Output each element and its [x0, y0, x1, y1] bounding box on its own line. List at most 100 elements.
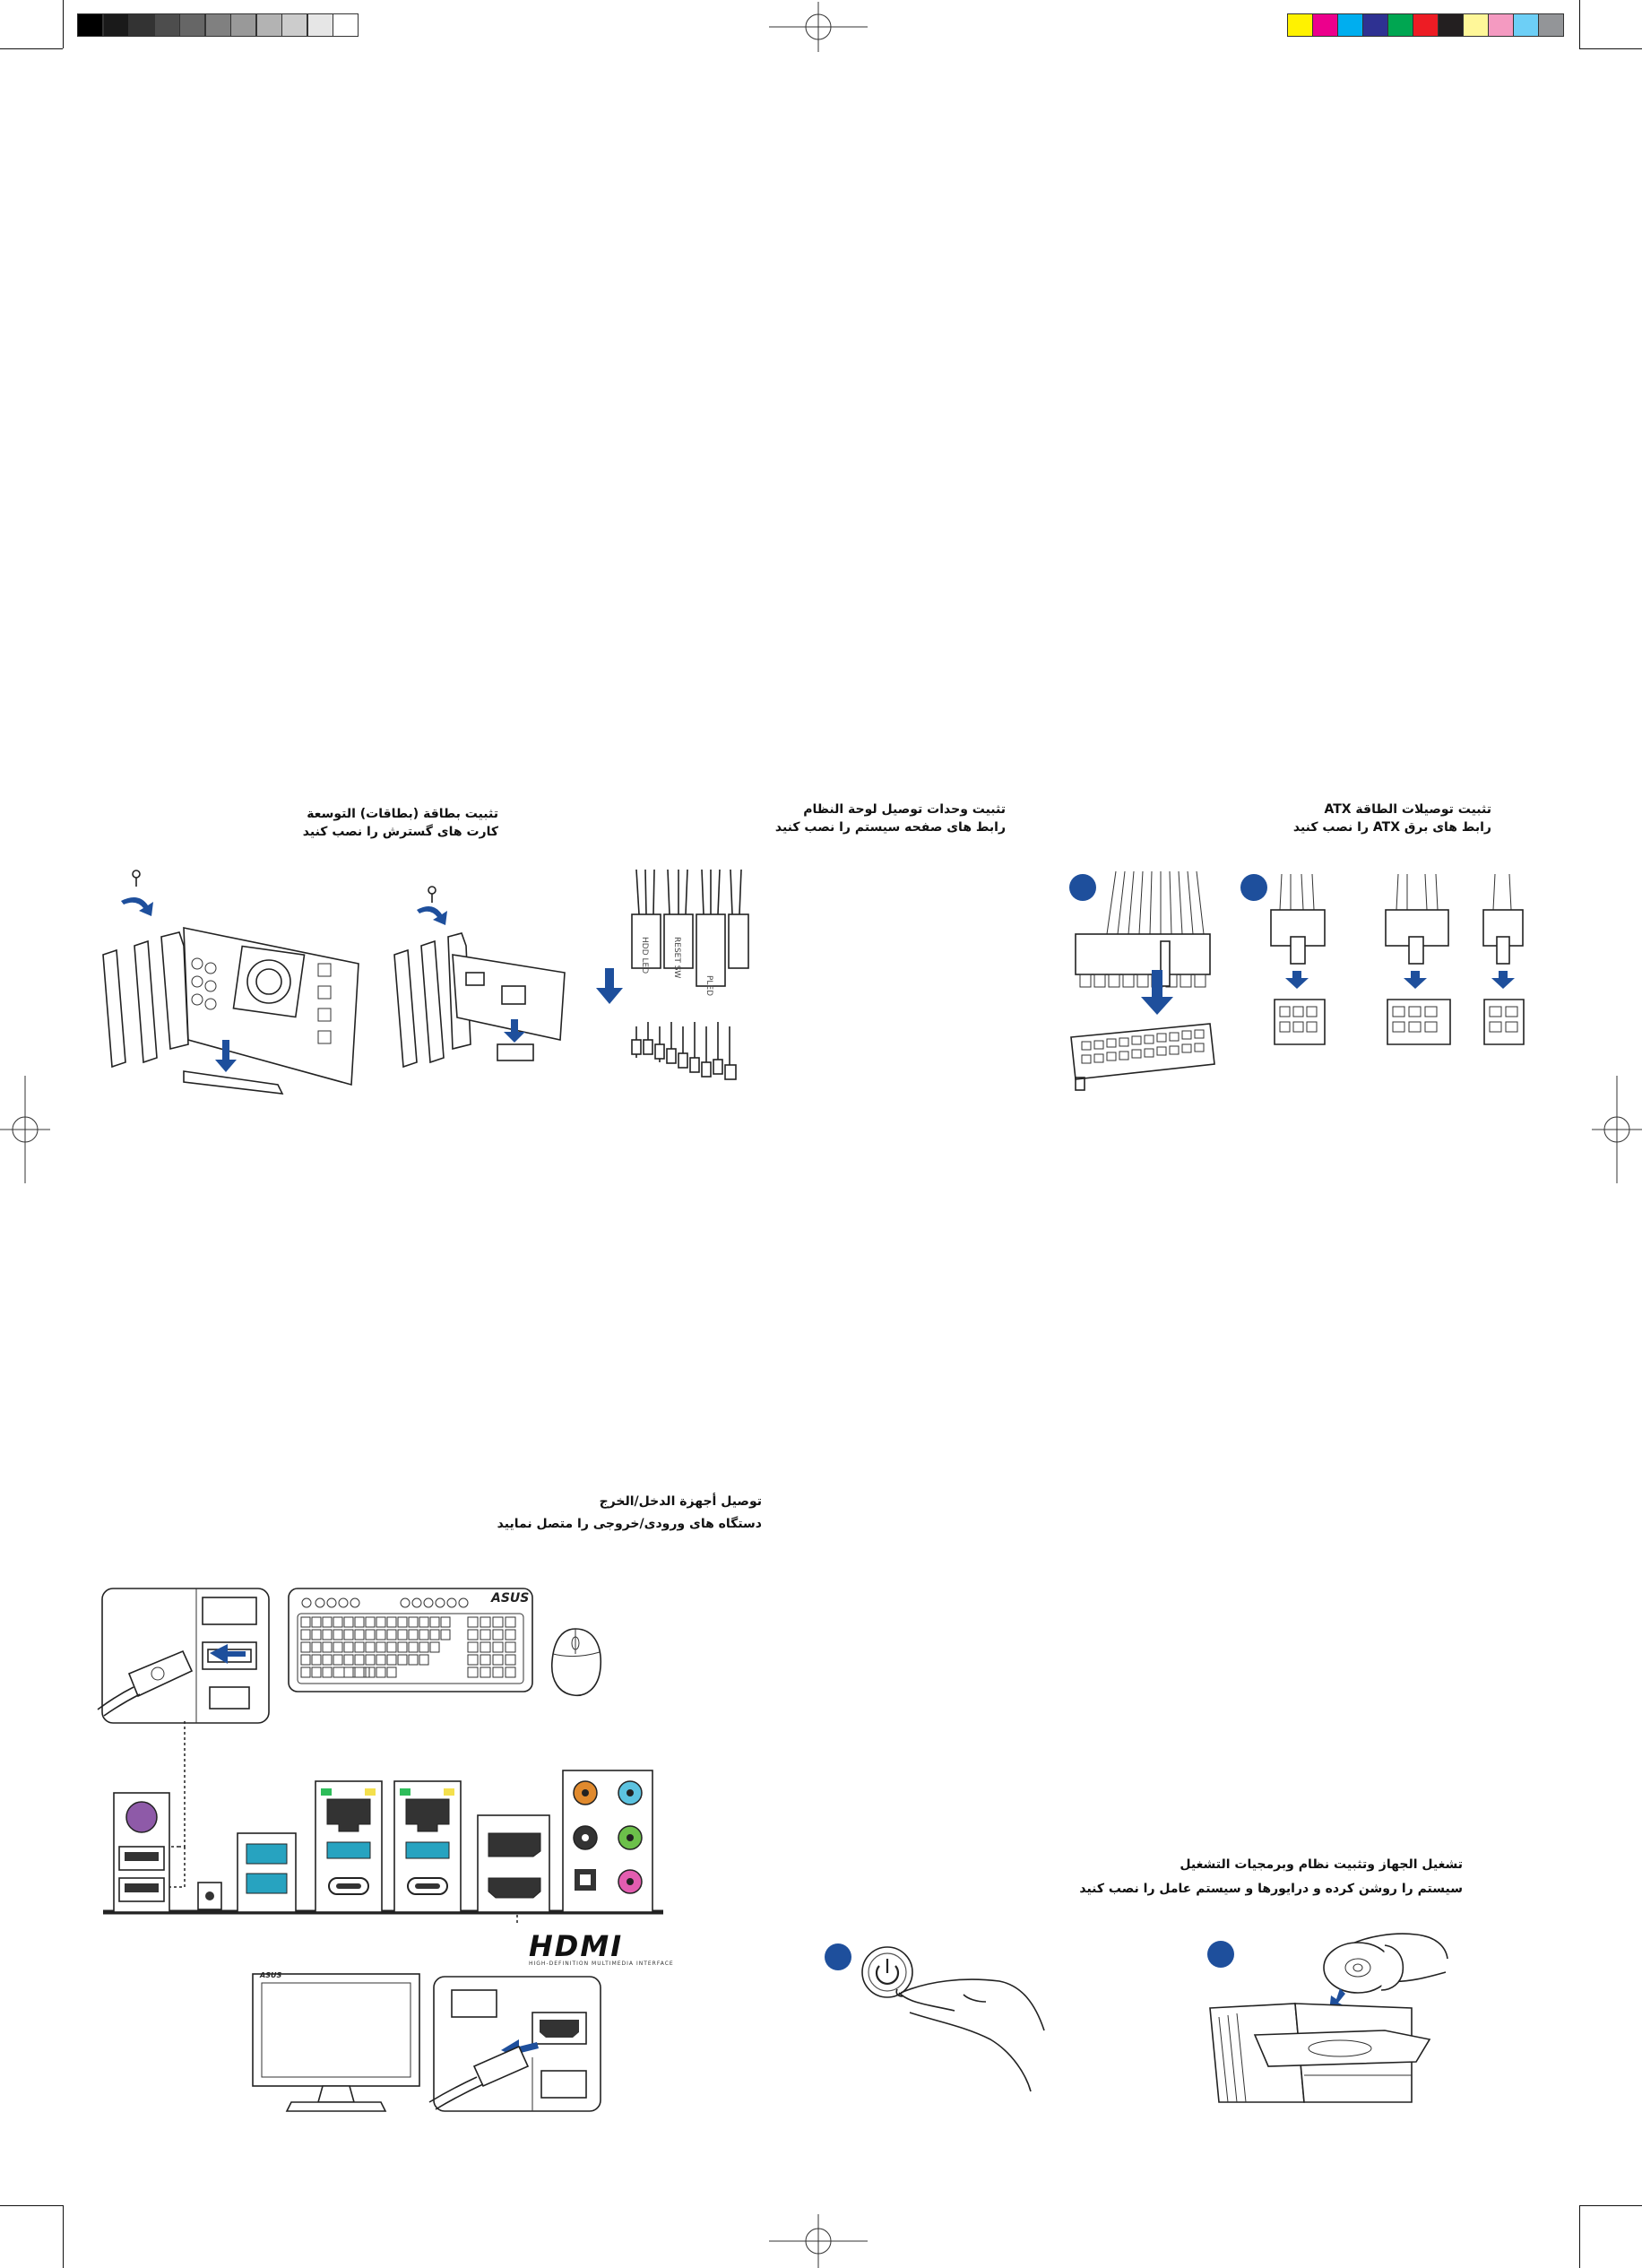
- keyboard-key: [480, 1654, 491, 1666]
- usb-connection-zoom: [97, 1588, 270, 1724]
- keyboard-key: [419, 1616, 429, 1628]
- hdmi-logo: HDMI: [529, 1929, 624, 1963]
- color-swatch: [1387, 13, 1413, 37]
- keyboard-key: [480, 1666, 491, 1678]
- keyboard-key: [376, 1654, 386, 1666]
- color-swatch: [1287, 13, 1313, 37]
- keyboard-key: [397, 1654, 408, 1666]
- keyboard-key: [386, 1629, 397, 1640]
- pled-label: PLED: [704, 975, 713, 997]
- keyboard-key: [322, 1666, 333, 1678]
- keyboard-key: [492, 1629, 504, 1640]
- color-swatch: [1337, 13, 1363, 37]
- gray-swatch: [204, 13, 231, 37]
- step-marker: [1069, 874, 1096, 901]
- keyboard-key: [467, 1666, 479, 1678]
- keyboard-key: [408, 1654, 419, 1666]
- keyboard-key: [429, 1629, 440, 1640]
- rear-io-panel: [103, 1770, 663, 1915]
- keyboard-key: [343, 1629, 354, 1640]
- keyboard-key: [311, 1616, 322, 1628]
- gray-swatch: [255, 13, 282, 37]
- keyboard-key: [419, 1654, 429, 1666]
- keyboard-key: [397, 1641, 408, 1653]
- keyboard-key: [505, 1641, 516, 1653]
- gray-swatch: [307, 13, 333, 37]
- keyboard-key: [505, 1629, 516, 1640]
- keyboard-key: [440, 1629, 451, 1640]
- keyboard-key: [333, 1616, 343, 1628]
- color-swatch: [1413, 13, 1439, 37]
- crop-mark: [0, 48, 63, 49]
- keyboard-key: [354, 1654, 365, 1666]
- keyboard-key: [505, 1616, 516, 1628]
- hdmi-tagline: HIGH-DEFINITION MULTIMEDIA INTERFACE: [529, 1961, 674, 1967]
- keyboard-key: [333, 1641, 343, 1653]
- color-swatch: [1463, 13, 1489, 37]
- keyboard-key: [343, 1654, 354, 1666]
- hdmi-connection-zoom: [428, 1976, 601, 2112]
- keyboard-key: [492, 1654, 504, 1666]
- front-panel-title-ar: تثبيت وحدات توصيل لوحة النظام: [803, 802, 1006, 817]
- keyboard-key: [386, 1666, 397, 1678]
- keyboard-key: [480, 1616, 491, 1628]
- step-marker: [825, 1943, 851, 1970]
- keyboard-key: [505, 1666, 516, 1678]
- expansion-title-ar: تثبيت بطاقة (بطاقات) التوسعة: [307, 807, 498, 821]
- gray-swatch: [128, 13, 154, 37]
- keyboard-key: [376, 1616, 386, 1628]
- eps-8pin-illustration: [1385, 873, 1451, 1045]
- install-disc-illustration: [1209, 1933, 1448, 2103]
- keyboard-key: [467, 1641, 479, 1653]
- keyboard-key: [311, 1666, 322, 1678]
- eps-4pin-illustration: [1482, 873, 1525, 1045]
- gray-swatch: [230, 13, 256, 37]
- monitor-brand-logo: ASUS: [260, 1971, 282, 1979]
- registration-mark: [769, 2, 868, 52]
- keyboard-key: [492, 1616, 504, 1628]
- keyboard-key: [397, 1616, 408, 1628]
- mouse-illustration: [551, 1628, 602, 1697]
- keyboard-key: [354, 1629, 365, 1640]
- crop-mark: [1579, 48, 1642, 49]
- atx-24pin-illustration: [1070, 870, 1215, 1091]
- keyboard-brand-logo: ASUS: [491, 1591, 530, 1606]
- color-swatch: [1488, 13, 1514, 37]
- keyboard-key: [386, 1654, 397, 1666]
- expansion-card-illustration: [102, 870, 566, 1095]
- keyboard-key: [505, 1654, 516, 1666]
- step-marker: [1240, 874, 1267, 901]
- keyboard-key: [467, 1629, 479, 1640]
- keyboard-key: [354, 1616, 365, 1628]
- reset-sw-label: RESET SW: [672, 937, 681, 979]
- crop-mark: [1579, 0, 1580, 48]
- keyboard-illustration: [288, 1588, 533, 1692]
- color-swatch: [1312, 13, 1338, 37]
- front-panel-connector-illustration: [596, 869, 749, 1080]
- gray-swatch: [102, 13, 129, 37]
- keyboard-key: [343, 1641, 354, 1653]
- power-button-press-illustration: [861, 1946, 1045, 2092]
- gray-swatch: [179, 13, 205, 37]
- keyboard-key: [440, 1616, 451, 1628]
- io-title-fa: دستگاه های ورودی/خروجی را متصل نمایید: [497, 1517, 762, 1531]
- eps-8pin-illustration: [1270, 873, 1326, 1045]
- keyboard-key: [419, 1641, 429, 1653]
- keyboard-key: [365, 1641, 376, 1653]
- step-marker: [1207, 1941, 1234, 1968]
- power-on-title-fa: سیستم را روشن کرده و درایورها و سیستم عا…: [1079, 1882, 1463, 1896]
- keyboard-key: [419, 1629, 429, 1640]
- gray-swatch: [153, 13, 180, 37]
- keyboard-key: [365, 1629, 376, 1640]
- keyboard-key: [386, 1616, 397, 1628]
- keyboard-key: [333, 1654, 343, 1666]
- monitor-illustration: [252, 1973, 420, 2112]
- crop-mark: [1579, 2205, 1642, 2206]
- keyboard-key: [300, 1616, 311, 1628]
- keyboard-key: [492, 1666, 504, 1678]
- power-on-title-ar: تشغيل الجهاز وتثبيت نظام وبرمجيات التشغي…: [1180, 1857, 1463, 1872]
- keyboard-key: [492, 1641, 504, 1653]
- atx-title-fa: رابط های برق ATX را نصب کنید: [1292, 820, 1491, 835]
- registration-mark: [769, 2214, 868, 2268]
- color-swatch: [1538, 13, 1564, 37]
